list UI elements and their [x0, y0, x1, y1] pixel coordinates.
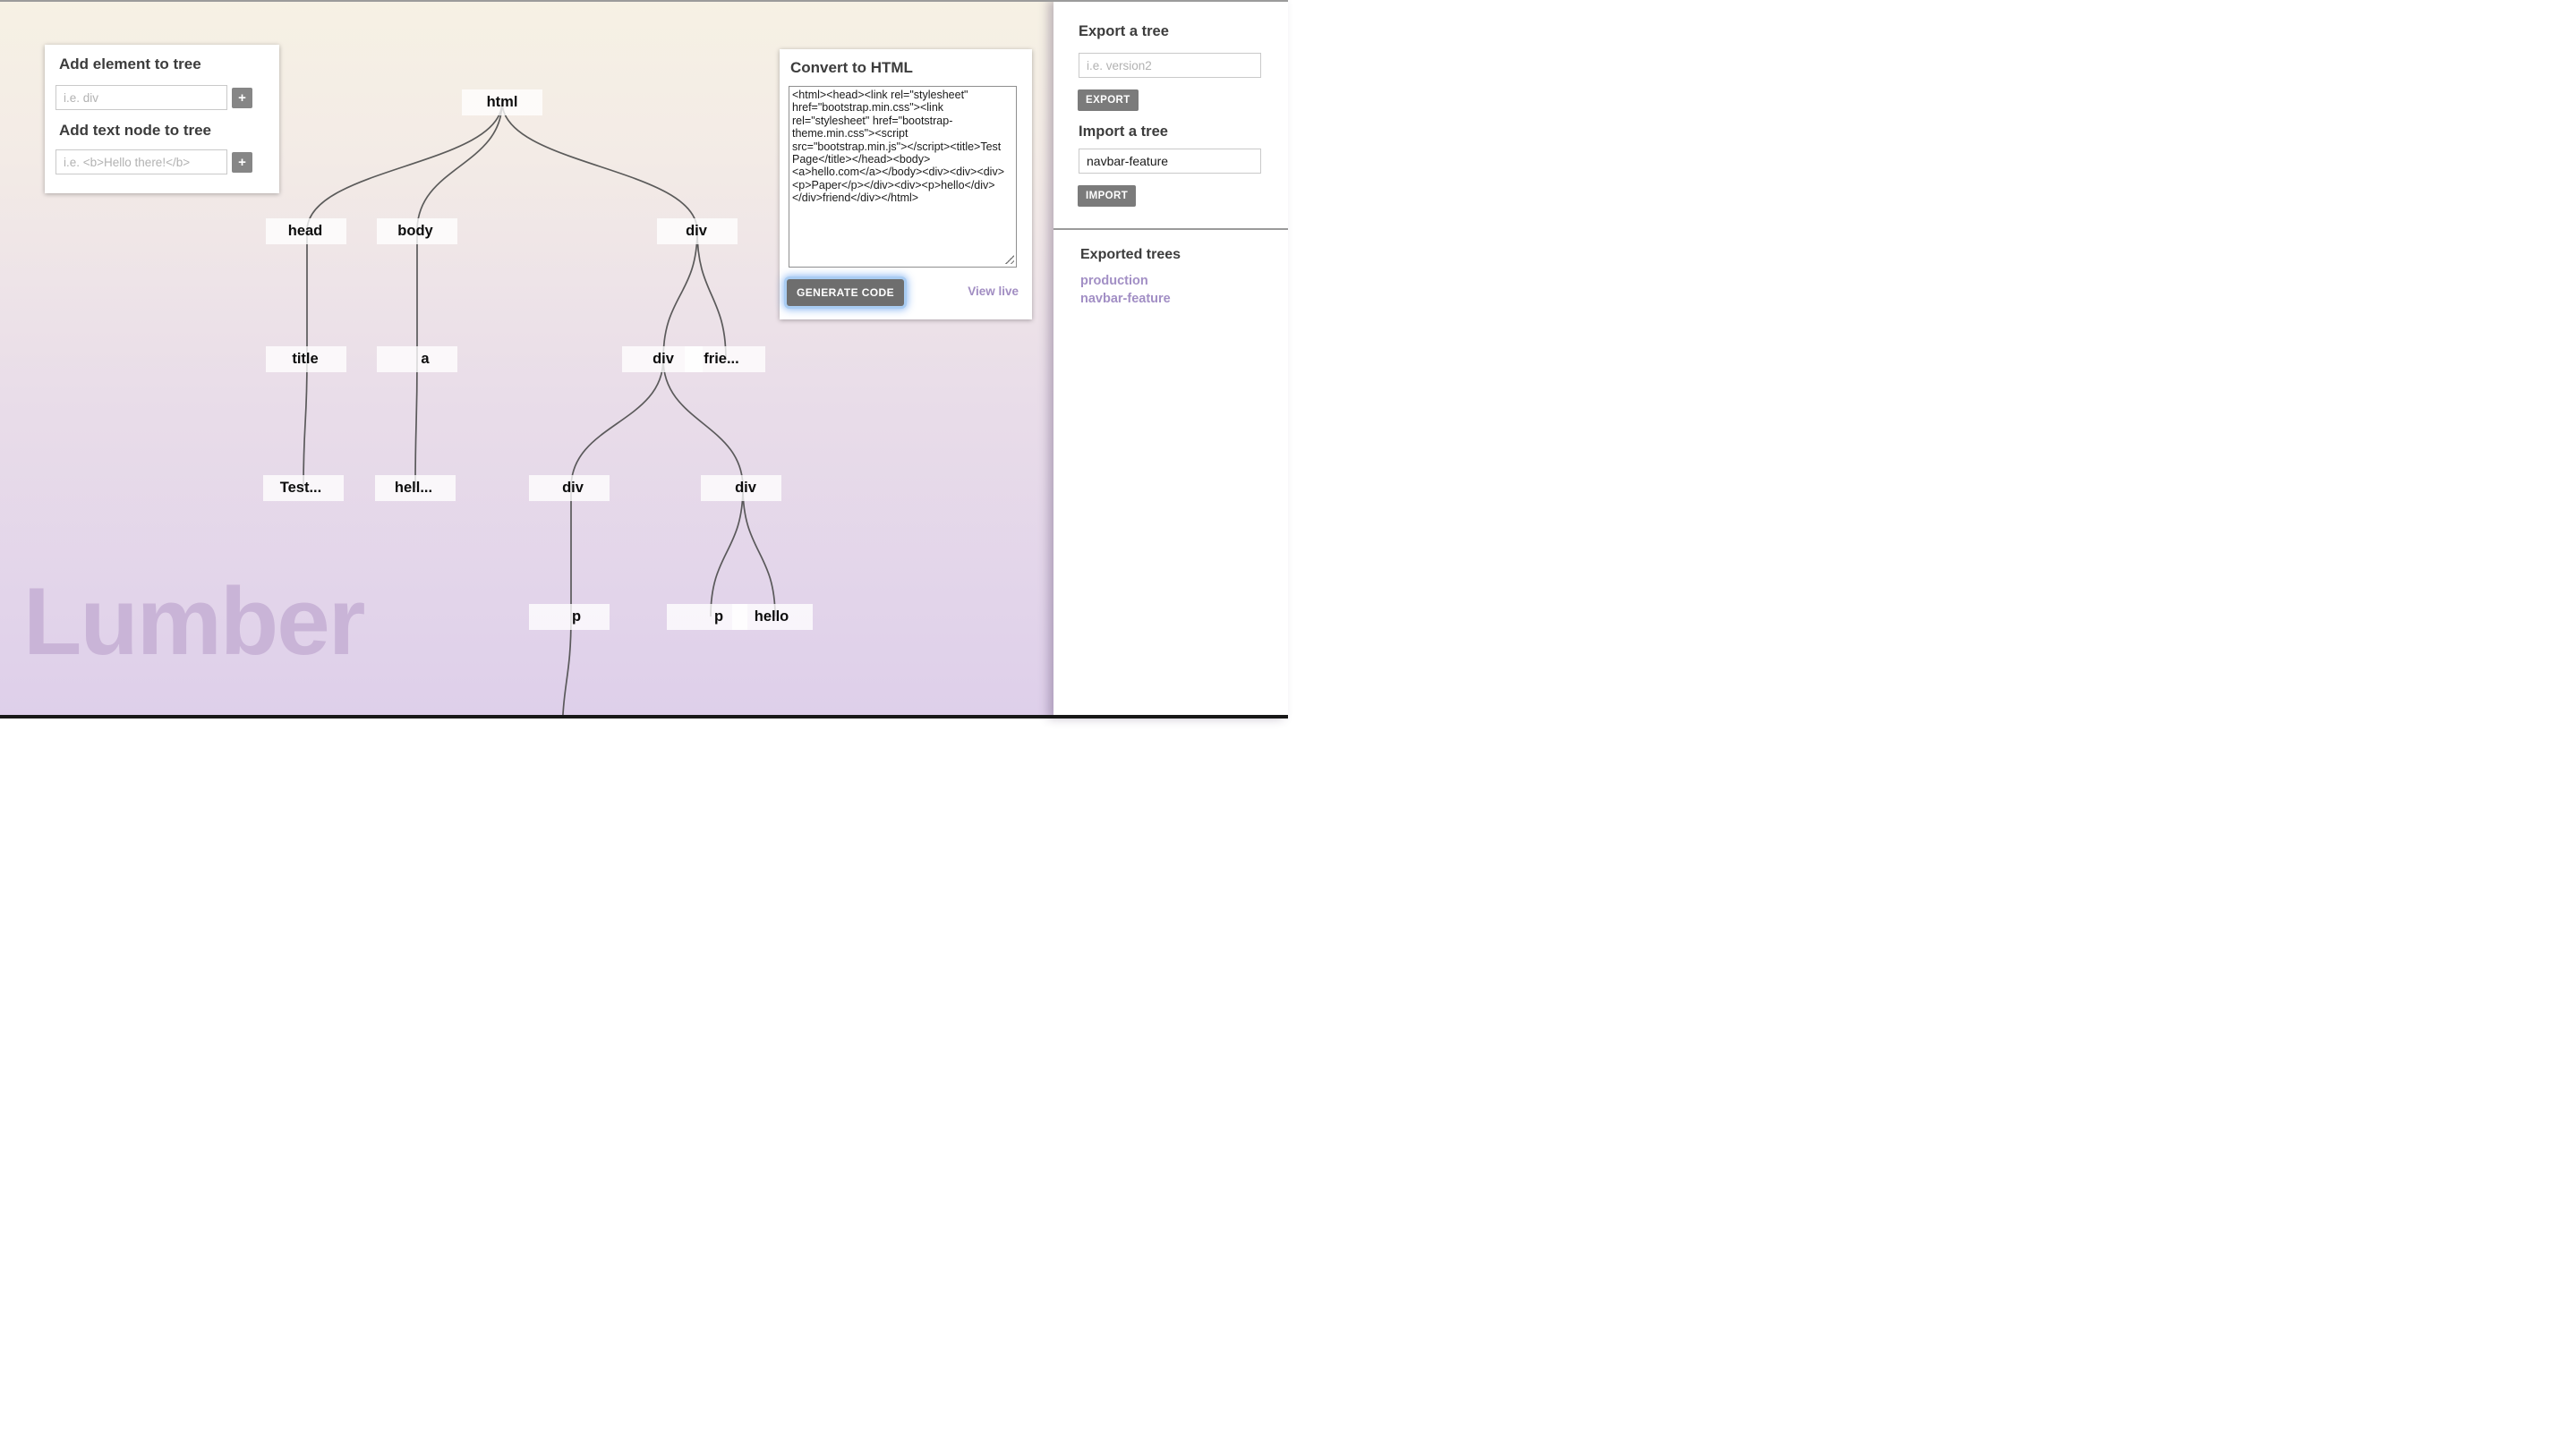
tree-node-label: head — [287, 222, 323, 239]
tree-node-label: div — [735, 479, 756, 496]
tree-node-a[interactable]: a — [377, 346, 457, 372]
tree-link — [696, 230, 727, 360]
tree-node-html[interactable]: html — [462, 89, 542, 115]
top-border — [0, 0, 1288, 2]
tree-node-div4b[interactable]: div — [701, 474, 781, 501]
sidebar-divider — [1053, 228, 1288, 230]
import-tree-title: Import a tree — [1079, 123, 1168, 140]
tree-node-label: p — [713, 608, 724, 625]
tree-node-label: a — [421, 351, 430, 367]
add-panel: Add element to tree + Add text node to t… — [45, 45, 279, 193]
textarea-resize-handle[interactable] — [1005, 255, 1014, 264]
tree-link — [662, 359, 744, 489]
tree-node-label: p — [571, 608, 582, 625]
tree-canvas: Lumber html head body div title a div frie... Te… — [0, 0, 1053, 718]
sidebar: Export a tree EXPORT Import a tree IMPOR… — [1053, 0, 1288, 718]
tree-node-hell[interactable]: hell... — [375, 474, 456, 501]
export-tree-title: Export a tree — [1079, 23, 1169, 39]
tree-link — [501, 101, 698, 232]
import-button[interactable]: IMPORT — [1078, 185, 1137, 207]
tree-node-label: hell... — [394, 479, 433, 496]
tree-node-div2[interactable]: div — [657, 217, 738, 244]
tree-link — [303, 359, 308, 489]
generated-code-textarea[interactable]: <html><head><link rel="stylesheet" href=… — [789, 86, 1017, 268]
exported-tree-link-navbar-feature[interactable]: navbar-feature — [1080, 292, 1171, 306]
bottom-border — [0, 715, 1288, 718]
tree-node-label: frie... — [704, 351, 739, 367]
tree-link — [570, 359, 664, 489]
tree-node-body[interactable]: body — [377, 217, 457, 244]
import-name-input[interactable] — [1079, 149, 1261, 174]
tree-link — [416, 101, 503, 232]
app-watermark: Lumber — [23, 567, 365, 675]
exported-tree-link-production[interactable]: production — [1080, 274, 1148, 288]
tree-node-label: html — [486, 93, 518, 110]
convert-panel: Convert to HTML <html><head><link rel="s… — [780, 49, 1032, 319]
tree-node-title[interactable]: title — [266, 346, 346, 372]
export-button[interactable]: EXPORT — [1078, 89, 1139, 111]
add-element-title: Add element to tree — [59, 55, 201, 72]
tree-node-head[interactable]: head — [266, 217, 346, 244]
tree-node-p1[interactable]: p — [529, 603, 610, 630]
tree-link — [561, 616, 572, 718]
view-live-link[interactable]: View live — [968, 285, 1019, 298]
tree-node-label: div — [653, 351, 674, 367]
add-element-input[interactable] — [55, 85, 227, 110]
tree-node-label: div — [686, 222, 707, 239]
tree-node-test[interactable]: Test... — [263, 474, 344, 501]
tree-node-label: Test... — [279, 479, 322, 496]
tree-link — [414, 359, 418, 489]
tree-node-frie[interactable]: frie... — [685, 346, 765, 372]
add-text-title: Add text node to tree — [59, 122, 212, 139]
exported-trees-title: Exported trees — [1080, 247, 1181, 262]
generate-code-button[interactable]: GENERATE CODE — [787, 279, 904, 306]
tree-node-hello[interactable]: hello — [732, 603, 813, 630]
export-name-input[interactable] — [1079, 53, 1261, 78]
tree-link — [710, 487, 744, 617]
tree-link — [662, 230, 698, 360]
add-element-button[interactable]: + — [232, 88, 252, 108]
tree-link — [742, 487, 776, 617]
tree-link — [306, 101, 503, 232]
tree-node-label: hello — [754, 608, 789, 625]
tree-node-label: div — [562, 479, 584, 496]
add-text-input[interactable] — [55, 149, 227, 174]
tree-node-label: body — [397, 222, 433, 239]
convert-title: Convert to HTML — [790, 59, 913, 76]
add-text-button[interactable]: + — [232, 152, 252, 173]
tree-node-label: title — [292, 351, 319, 367]
tree-node-div4a[interactable]: div — [529, 474, 610, 501]
tree-links-layer — [303, 101, 776, 718]
